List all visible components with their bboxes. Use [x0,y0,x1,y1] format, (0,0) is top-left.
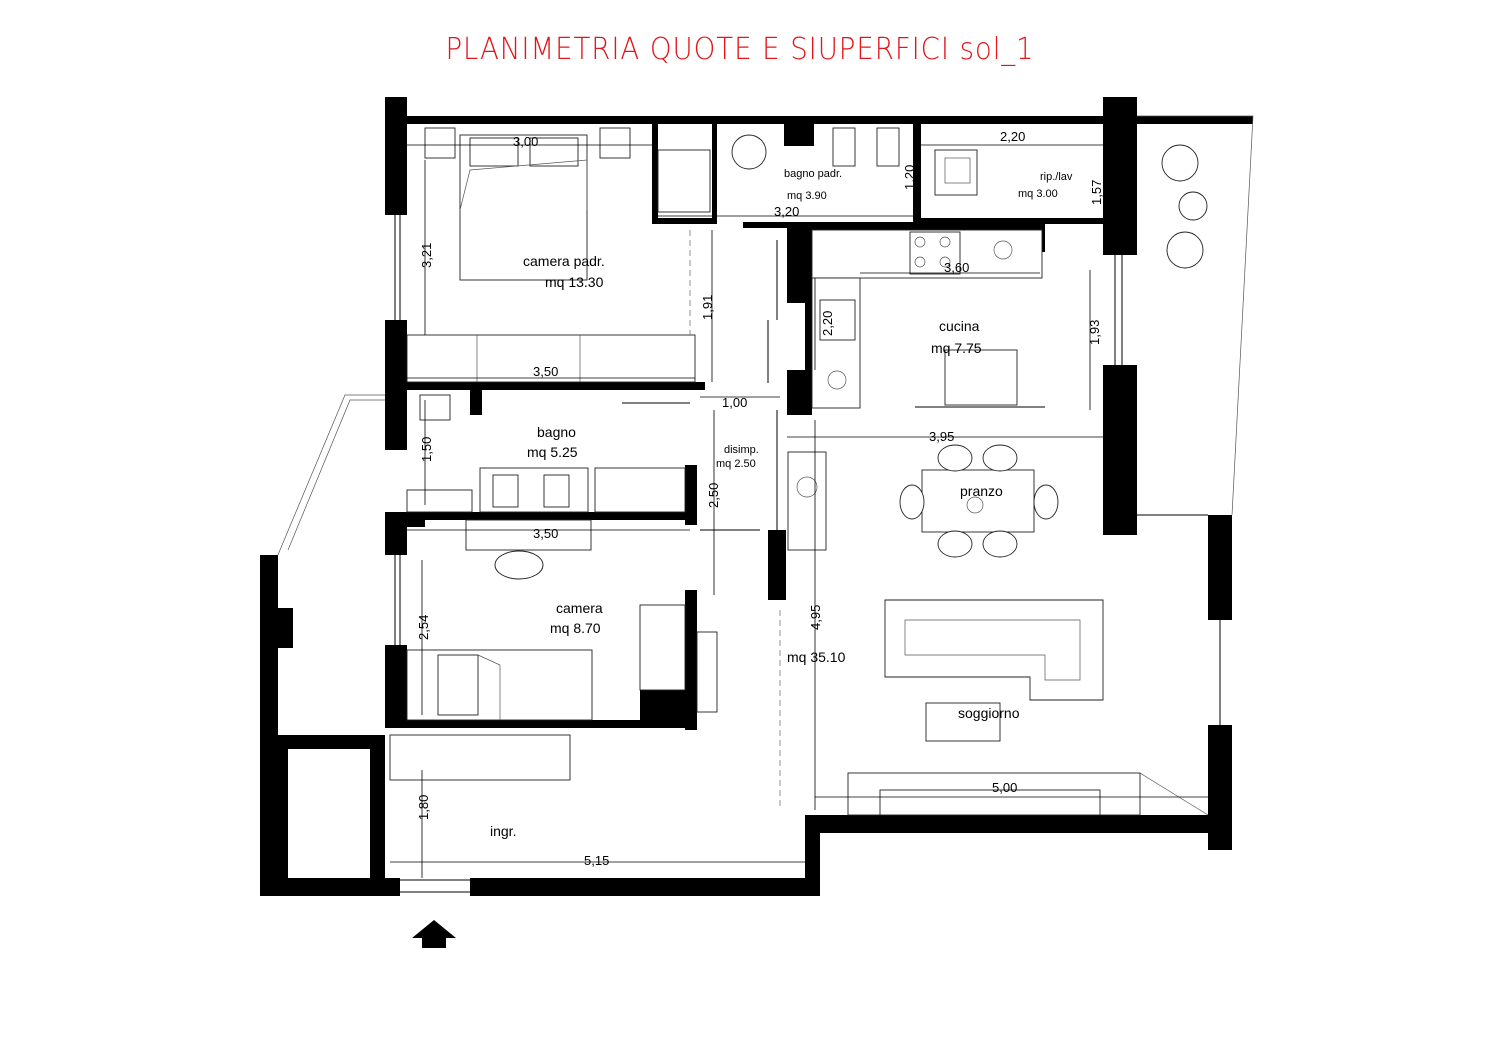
room-area-bagno-padr: mq 3.90 [787,190,827,202]
dim-label: 1,00 [722,395,747,410]
dim-label: 4,95 [808,605,823,630]
dim-label: 5,15 [584,853,609,868]
dim-label: 3,95 [929,429,954,444]
room-area-rip-lav: mq 3.00 [1018,188,1058,200]
walls [260,97,1253,896]
dim-label: 5,00 [992,780,1017,795]
room-name-ingr: ingr. [490,823,516,839]
dimension-lines [390,124,1208,878]
room-name-soggiorno: soggiorno [958,705,1020,721]
dim-label: 1,50 [419,437,434,462]
room-name-camera-padr: camera padr. [523,253,605,269]
dim-label: 3,50 [533,364,558,379]
room-area-camera-padr: mq 13.30 [545,274,604,290]
room-area-disimp: mq 2.50 [716,458,756,470]
dim-label: 2,50 [706,483,721,508]
room-name-bagno: bagno [537,424,576,440]
dim-label: 1,80 [416,795,431,820]
dim-label: 3,21 [419,243,434,268]
room-name-pranzo: pranzo [960,483,1003,499]
plan-title: PLANIMETRIA QUOTE E SIUPERFICI sol_1 [445,32,1035,67]
dim-label: 2,54 [416,615,431,640]
dim-label: 3,50 [533,526,558,541]
room-name-disimp: disimp. [724,444,759,456]
entrance-arrow-icon [412,920,456,948]
dim-label: 1,91 [700,295,715,320]
outlines [277,115,1254,893]
dim-label: 3,20 [774,204,799,219]
dim-label: 1,93 [1087,320,1102,345]
room-name-bagno-padr: bagno padr. [784,168,842,180]
dim-label: 1,20 [902,165,917,190]
room-name-camera: camera [556,600,603,616]
dim-label: 3,60 [944,260,969,275]
dim-label: 1,57 [1089,180,1104,205]
room-area-bagno: mq 5.25 [527,444,578,460]
dim-label: 3,00 [513,134,538,149]
room-area-soggiorno: mq 35.10 [787,649,846,665]
room-area-camera: mq 8.70 [550,620,601,636]
room-area-cucina: mq 7.75 [931,340,982,356]
room-name-rip-lav: rip./lav [1040,171,1073,183]
room-name-cucina: cucina [939,318,980,334]
dim-label: 2,20 [1000,129,1025,144]
dim-label: 2,20 [820,311,835,336]
